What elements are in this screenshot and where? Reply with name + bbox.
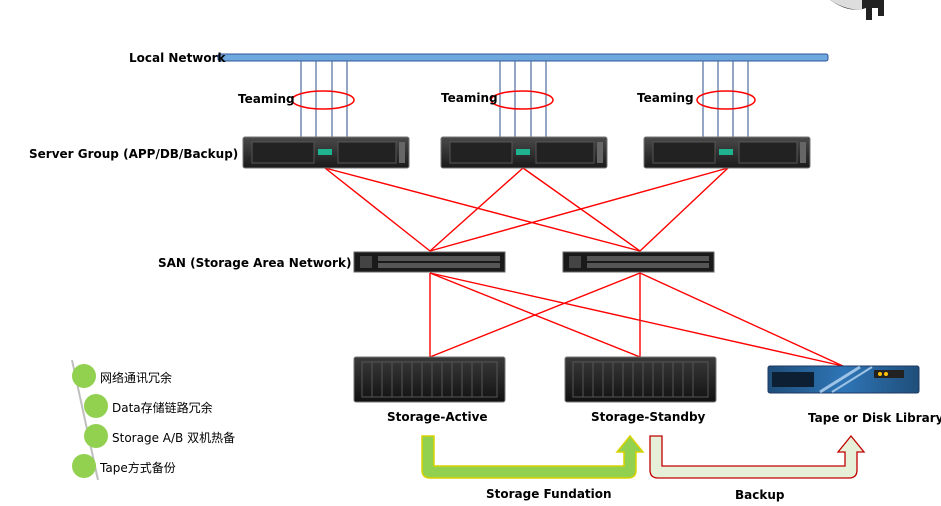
teaming-links bbox=[300, 61, 749, 138]
tape-library-label: Tape or Disk Library bbox=[808, 411, 941, 425]
legend-dot-3 bbox=[84, 424, 108, 448]
teaming-label-3: Teaming bbox=[637, 91, 694, 105]
legend-dot-2 bbox=[84, 394, 108, 418]
san-links bbox=[324, 167, 844, 367]
teaming-label-1: Teaming bbox=[238, 92, 295, 106]
server-3 bbox=[643, 136, 811, 169]
storage-active-label: Storage-Active bbox=[387, 410, 488, 424]
backup-label: Backup bbox=[735, 488, 785, 502]
corner-figure-icon bbox=[830, 0, 884, 20]
legend-item-3: Storage A/B 双机热备 bbox=[112, 431, 236, 445]
teaming-ellipse-3 bbox=[696, 90, 756, 110]
storage-foundation-label: Storage Fundation bbox=[486, 487, 612, 501]
server-1 bbox=[242, 136, 410, 169]
legend-dot-1 bbox=[72, 364, 96, 388]
san-switch-1 bbox=[353, 251, 506, 273]
server-2 bbox=[440, 136, 608, 169]
local-network-label: Local Network bbox=[129, 51, 226, 65]
teaming-ellipse-2 bbox=[490, 90, 554, 110]
legend-item-4: Tape方式备份 bbox=[100, 461, 176, 475]
storage-active-device bbox=[353, 356, 506, 403]
storage-foundation-arrow bbox=[421, 434, 645, 479]
server-group-label: Server Group (APP/DB/Backup) bbox=[29, 147, 239, 161]
storage-standby-label: Storage-Standby bbox=[591, 410, 706, 424]
local-network-bar bbox=[217, 53, 829, 62]
backup-arrow bbox=[649, 434, 866, 479]
legend-item-2: Data存储链路冗余 bbox=[112, 401, 213, 415]
storage-standby-device bbox=[564, 356, 717, 403]
teaming-label-2: Teaming bbox=[441, 91, 498, 105]
san-label: SAN (Storage Area Network) bbox=[158, 256, 352, 270]
san-switch-2 bbox=[562, 251, 715, 273]
teaming-ellipse-1 bbox=[291, 90, 355, 110]
tape-library-device bbox=[767, 365, 920, 394]
legend-item-1: 网络通讯冗余 bbox=[100, 371, 173, 385]
legend-dot-4 bbox=[72, 454, 96, 478]
